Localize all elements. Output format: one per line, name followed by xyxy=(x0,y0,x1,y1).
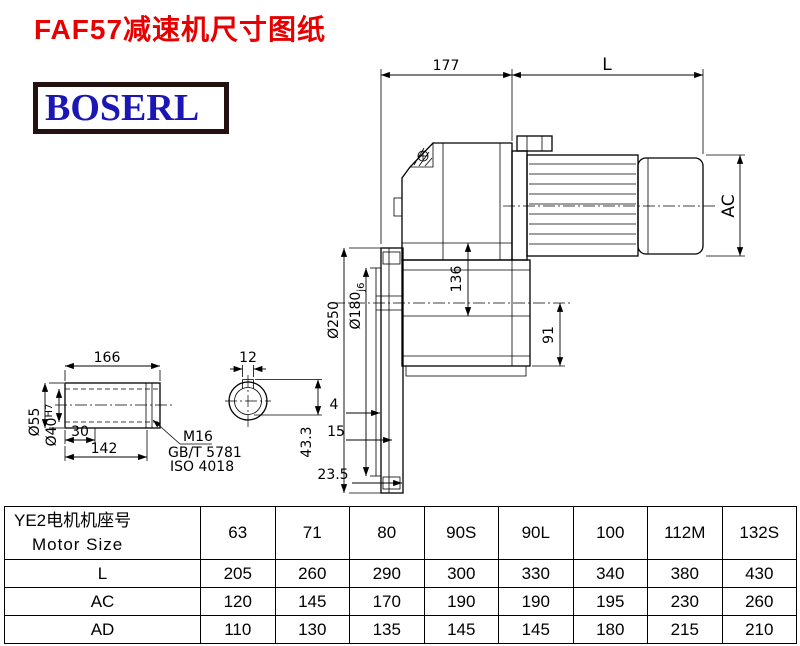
AD-value: 215 xyxy=(647,615,723,644)
AC-value: 260 xyxy=(721,587,797,616)
dim-180-fit: j6 xyxy=(356,283,367,293)
motor-cooling-fins xyxy=(529,163,636,245)
AC-value: 145 xyxy=(274,587,350,616)
L-value: 380 xyxy=(647,559,723,588)
motor-size-71: 71 xyxy=(274,506,350,560)
dim-23-5-label: 23.5 xyxy=(317,467,348,483)
AD-value: 130 xyxy=(274,615,350,644)
AD-value: 180 xyxy=(572,615,648,644)
L-value: 205 xyxy=(200,559,276,588)
AC-value: 195 xyxy=(572,587,648,616)
dim-4-label: 4 xyxy=(330,397,339,413)
bottom-dimensions: 4 15 23.5 xyxy=(317,397,402,487)
L-value: 330 xyxy=(498,559,574,588)
gearbox-lower-housing xyxy=(401,259,531,377)
motor xyxy=(503,135,716,261)
row-label-AD: AD xyxy=(4,615,201,644)
dim-55-label: Ø55 xyxy=(27,408,43,437)
thread-label: M16 xyxy=(183,429,213,445)
AD-value: 210 xyxy=(721,615,797,644)
dim-250-label: Ø250 xyxy=(326,301,342,339)
L-value: 430 xyxy=(721,559,797,588)
top-dimensions: 177 L xyxy=(380,55,704,244)
table-row-AD: AD 110 130 135 145 145 180 215 210 xyxy=(4,615,797,644)
dim-91-label: 91 xyxy=(541,326,557,344)
dimension-table: YE2电机机座号 Motor Size 63 71 80 90S 90L 100… xyxy=(4,506,797,644)
AD-value: 110 xyxy=(200,615,276,644)
motor-size-63: 63 xyxy=(200,506,276,560)
thread-leader-note: M16 GB/T 5781 ISO 4018 xyxy=(152,419,242,475)
dim-177-label: 177 xyxy=(433,58,460,74)
motor-size-90L: 90L xyxy=(498,506,574,560)
row-label-L: L xyxy=(4,559,201,588)
dim-L-label: L xyxy=(602,55,612,75)
dim-180-value: Ø180 xyxy=(348,292,364,330)
AC-value: 120 xyxy=(200,587,276,616)
motor-size-header-cell: YE2电机机座号 Motor Size xyxy=(4,506,201,560)
L-value: 300 xyxy=(423,559,499,588)
motor-size-label-en: Motor Size xyxy=(32,535,124,554)
table-row-AC: AC 120 145 170 190 190 195 230 260 xyxy=(4,587,797,616)
motor-size-132S: 132S xyxy=(721,506,797,560)
table-header-row: YE2电机机座号 Motor Size 63 71 80 90S 90L 100… xyxy=(4,506,797,560)
row-label-AC: AC xyxy=(4,587,201,616)
eyebolt-icon xyxy=(417,150,429,162)
page-title: FAF57减速机尺寸图纸 xyxy=(34,14,327,45)
standard-2-label: ISO 4018 xyxy=(170,459,234,475)
dim-flange-od: Ø250 xyxy=(326,247,381,494)
dim-91: 91 xyxy=(532,303,565,367)
AD-value: 145 xyxy=(423,615,499,644)
motor-size-label-cn: YE2电机机座号 xyxy=(14,511,132,531)
table-row-L: L 205 260 290 300 330 340 380 430 xyxy=(4,559,797,588)
terminal-box xyxy=(516,135,553,152)
dim-15-label: 15 xyxy=(327,424,345,440)
dim-40-value: Ø40 xyxy=(44,418,60,447)
motor-size-112M: 112M xyxy=(647,506,723,560)
dim-43-3-label: 43.3 xyxy=(299,426,315,457)
output-flange xyxy=(333,247,572,494)
AC-value: 230 xyxy=(647,587,723,616)
shaft-detail: 166 Ø55 Ø40H7 30 142 xyxy=(27,350,172,461)
gearbox-dimension-drawing: 177 L xyxy=(27,55,745,494)
dim-136-label: 136 xyxy=(449,266,465,293)
L-value: 290 xyxy=(349,559,425,588)
dim-180-label: Ø180j6 xyxy=(348,283,367,330)
AD-value: 135 xyxy=(349,615,425,644)
shaft-end-view: 12 43.3 xyxy=(225,350,322,458)
AC-value: 170 xyxy=(349,587,425,616)
dim-12-label: 12 xyxy=(239,350,257,366)
boserl-logo: BOSERL xyxy=(33,82,229,134)
dim-40H7-label: Ø40H7 xyxy=(44,404,60,447)
motor-size-80: 80 xyxy=(349,506,425,560)
dim-spigot: Ø180j6 xyxy=(348,267,376,477)
dim-136: 136 xyxy=(449,243,472,316)
dim-142-label: 142 xyxy=(91,441,118,457)
dim-AC-label: AC xyxy=(719,194,739,217)
L-value: 260 xyxy=(274,559,350,588)
motor-size-90S: 90S xyxy=(423,506,499,560)
L-value: 340 xyxy=(572,559,648,588)
AC-value: 190 xyxy=(423,587,499,616)
AC-value: 190 xyxy=(498,587,574,616)
dim-AC: AC xyxy=(706,154,745,257)
AD-value: 145 xyxy=(498,615,574,644)
dim-30-label: 30 xyxy=(71,424,89,440)
motor-size-100: 100 xyxy=(572,506,648,560)
gearbox-upper-housing xyxy=(393,142,513,261)
logo-text: BOSERL xyxy=(45,87,200,129)
standard-1-label: GB/T 5781 xyxy=(168,445,242,461)
dim-166-label: 166 xyxy=(94,350,121,366)
dim-40-fit: H7 xyxy=(44,404,55,418)
